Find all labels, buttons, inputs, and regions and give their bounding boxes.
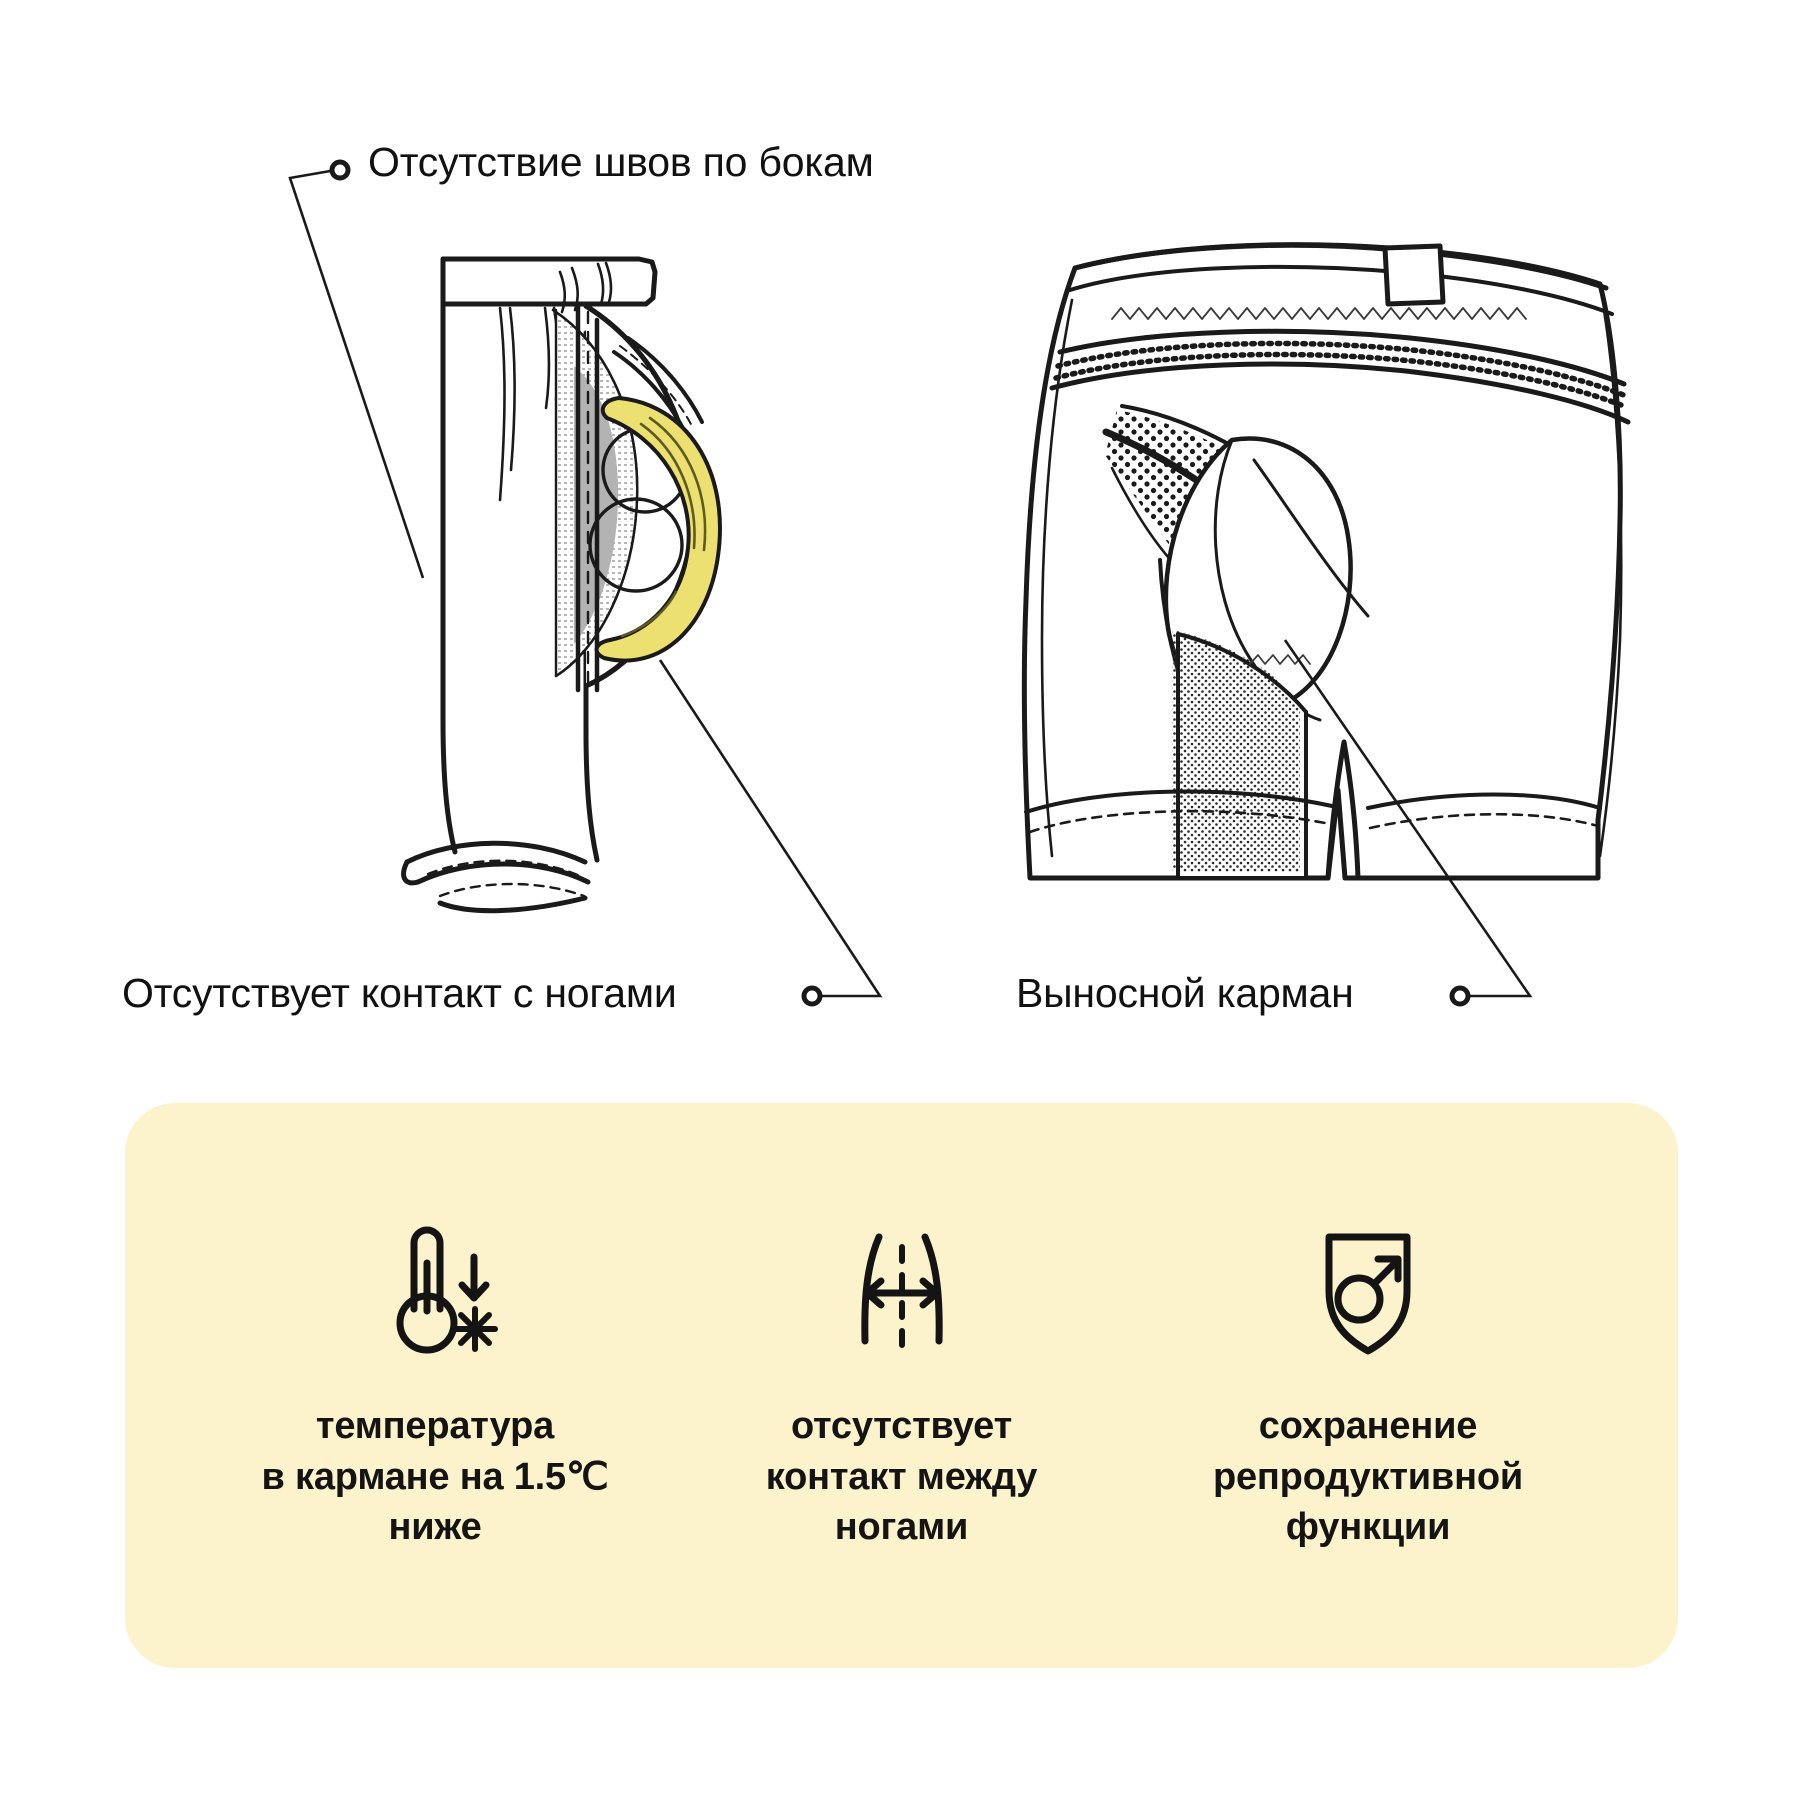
benefit-line: репродуктивной xyxy=(1212,1455,1523,1498)
callout-label-seams: Отсутствие швов по бокам xyxy=(368,139,874,185)
left-illustration-side-view xyxy=(401,256,722,914)
benefit-line: сохранение xyxy=(1258,1405,1478,1447)
benefits-panel: температура в кармане на 1.5℃ ниже xyxy=(125,1103,1678,1668)
illustrations-svg xyxy=(288,159,1631,1007)
left-fabric-folds xyxy=(498,306,561,502)
leader-line-seams xyxy=(288,159,425,579)
benefits-row: температура в кармане на 1.5℃ ниже xyxy=(125,1103,1678,1668)
benefit-line: температура xyxy=(315,1405,555,1447)
left-waistband xyxy=(440,256,658,314)
left-center-seam xyxy=(575,303,600,693)
benefit-item-reproductive: сохранение репродуктивной функции xyxy=(1153,1213,1583,1553)
benefit-line: контакт между xyxy=(765,1455,1038,1498)
benefit-text-reproductive: сохранение репродуктивной функции xyxy=(1213,1401,1523,1553)
benefit-line: отсутствует xyxy=(790,1405,1013,1447)
shield-male-symbol-icon xyxy=(1293,1213,1443,1363)
benefit-line: ниже xyxy=(388,1506,482,1549)
thermometer-down-snowflake-icon xyxy=(360,1213,510,1363)
leader-line-legs xyxy=(658,659,883,1007)
left-garment-body xyxy=(401,301,600,914)
benefit-text-leg-contact: отсутствует контакт между ногами xyxy=(765,1401,1038,1553)
illustration-area xyxy=(288,159,1631,1007)
legs-gap-arrows-icon xyxy=(827,1213,977,1363)
callout-label-legs: Отсутствует контакт с ногами xyxy=(122,970,677,1016)
leader-line-pocket xyxy=(1283,639,1533,1007)
benefit-item-temperature: температура в кармане на 1.5℃ ниже xyxy=(220,1213,650,1553)
left-pocket-opening-band xyxy=(612,336,704,432)
benefit-line: функции xyxy=(1285,1506,1451,1549)
benefit-text-temperature: температура в кармане на 1.5℃ ниже xyxy=(262,1401,609,1553)
right-illustration-front-view xyxy=(1021,242,1631,881)
benefit-item-leg-contact: отсутствует контакт между ногами xyxy=(687,1213,1117,1553)
benefit-line: в кармане на 1.5℃ xyxy=(261,1455,609,1498)
callout-label-pocket: Выносной карман xyxy=(1016,970,1354,1016)
left-pouch-highlight xyxy=(594,396,722,663)
benefit-line: ногами xyxy=(834,1506,969,1549)
